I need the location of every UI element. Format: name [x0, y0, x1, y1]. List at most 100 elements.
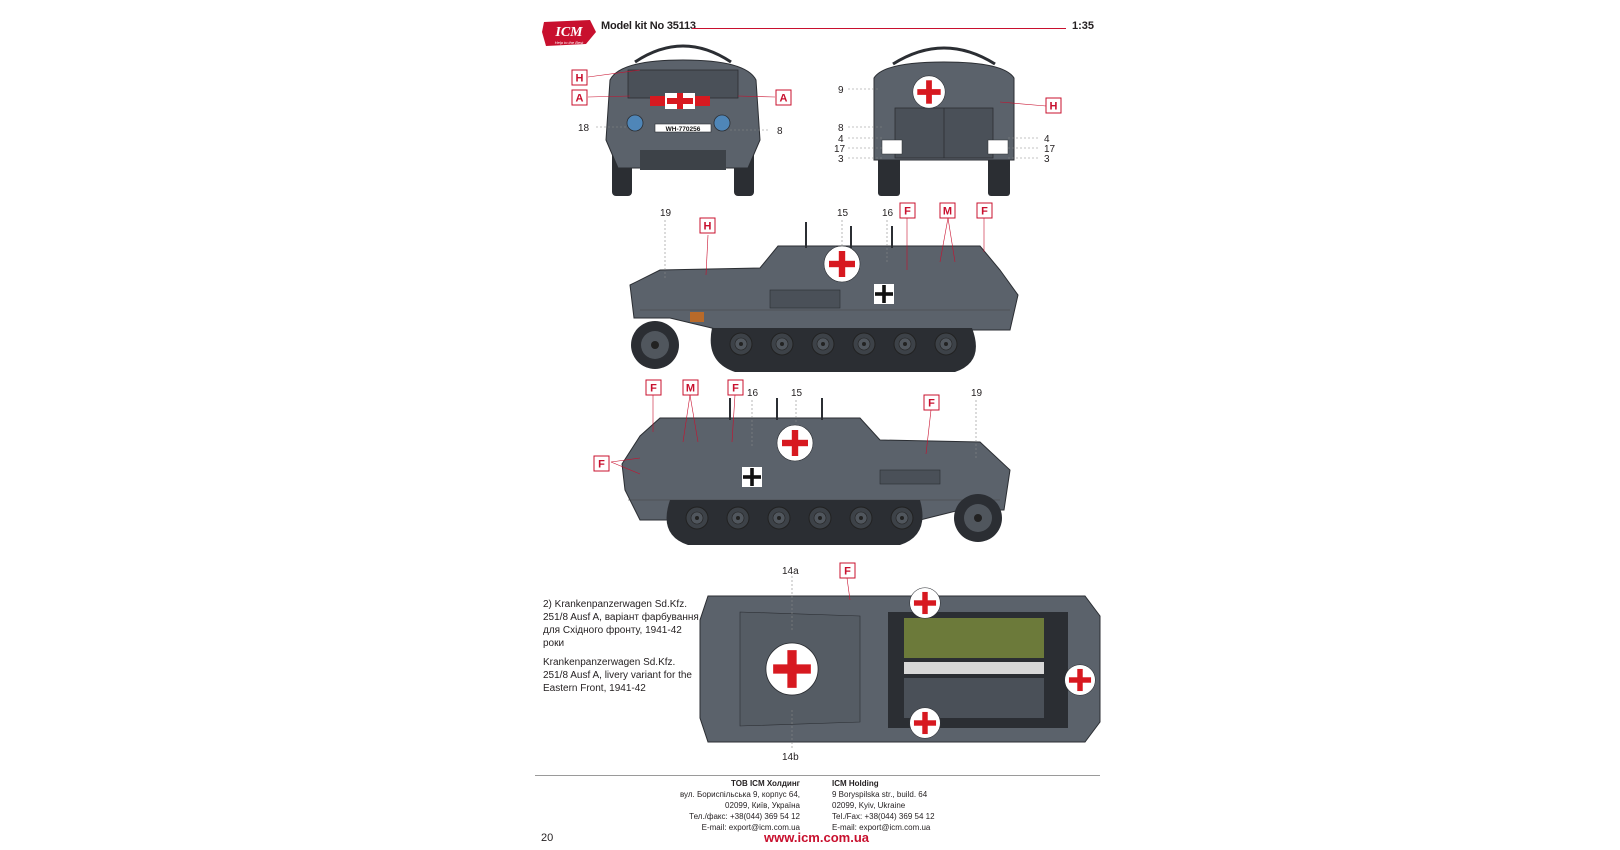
svg-text:F: F [928, 398, 935, 410]
logo-tagline: Help to the Best [555, 40, 584, 45]
mark-sideL-F-2 [976, 202, 993, 219]
svg-text:F: F [904, 206, 911, 218]
top-stretcher-upper [904, 618, 1044, 658]
front-plate-text: WH-770256 [666, 126, 701, 133]
svg-text:H: H [704, 221, 712, 233]
callout-sideR-19: 19 [971, 388, 983, 399]
footer-address-ua: ТОВ ICM Холдинг вул. Бориспільська 9, ко… [630, 778, 800, 833]
svg-text:F: F [844, 566, 851, 578]
callout-front-18: 18 [578, 123, 590, 134]
kit-number: Model kit No 35113 [601, 20, 696, 32]
rear-view: 9 8 4 17 3 4 17 3 H [834, 46, 1062, 196]
side-right-hull [621, 417, 1011, 521]
callout-rear-3-right: 3 [1044, 154, 1050, 165]
logo-brand: ICM [554, 25, 583, 40]
scale-label: 1:35 [1072, 20, 1095, 32]
footer-address-en: ICM Holding 9 Boryspilska str., build. 6… [832, 778, 1032, 833]
side-left-balkenkreuz [874, 284, 894, 304]
top-stretcher-middle [904, 662, 1044, 674]
footer-en-line: E-mail: export@icm.com.ua [832, 823, 931, 832]
footer-rule [535, 775, 1100, 776]
front-view: WH-770256 18 8 H A A [571, 44, 792, 196]
svg-text:F: F [981, 206, 988, 218]
rear-red-cross [912, 75, 946, 109]
callout-top-14b: 14b [782, 752, 799, 763]
footer-ua-line: Тел./факс: +38(044) 369 54 12 [689, 812, 800, 821]
side-left-hull [629, 245, 1019, 331]
callout-sideL-19: 19 [660, 208, 672, 219]
footer-company-ua: ТОВ ICM Холдинг [731, 779, 800, 788]
footer-en-line: Tel./Fax: +38(044) 369 54 12 [832, 812, 935, 821]
mark-sideR-M [682, 379, 699, 396]
icm-logo: ICM Help to the Best [542, 20, 596, 46]
mark-sideL-H [699, 217, 716, 234]
svg-text:A: A [780, 93, 788, 105]
callout-rear-3-left: 3 [838, 154, 844, 165]
callout-rear-8: 8 [838, 123, 844, 134]
callout-sideR-16: 16 [747, 388, 759, 399]
variant-caption: 2) Krankenpanzerwagen Sd.Kfz. 251/8 Ausf… [543, 598, 703, 701]
top-red-cross-center [765, 642, 819, 696]
caption-ua: 2) Krankenpanzerwagen Sd.Kfz. 251/8 Ausf… [543, 599, 699, 649]
mark-sideR-F-3 [923, 394, 940, 411]
callout-top-14a: 14a [782, 566, 799, 577]
side-right-balkenkreuz [742, 467, 762, 487]
rear-frame-bar [892, 46, 996, 66]
side-right-red-cross [776, 424, 814, 462]
svg-text:F: F [650, 383, 657, 395]
front-right-headlight [713, 114, 731, 132]
side-right-stowage [879, 469, 941, 485]
svg-text:F: F [732, 383, 739, 395]
side-left-red-cross [823, 245, 861, 283]
mark-front-A-left [571, 89, 588, 106]
front-left-headlight [626, 114, 644, 132]
callout-rear-4-left: 4 [838, 134, 844, 145]
footer-en-line: 9 Boryspilska str., build. 64 [832, 790, 928, 799]
top-red-cross-rear [1064, 664, 1096, 696]
callout-rear-17-right: 17 [1044, 144, 1056, 155]
front-plate [654, 123, 712, 133]
rear-right-plate [987, 139, 1009, 155]
footer-ua-line: 02099, Київ, Україна [725, 801, 800, 810]
side-left-stowage [769, 289, 841, 309]
mark-sideR-F-2 [727, 379, 744, 396]
callout-sideL-15: 15 [837, 208, 849, 219]
mark-front-H [571, 69, 588, 86]
mark-rear-H [1045, 97, 1062, 114]
callout-rear-9: 9 [838, 85, 844, 96]
mark-sideR-F-1 [645, 379, 662, 396]
side-left-rust-detail [690, 312, 704, 322]
callout-sideL-16: 16 [882, 208, 894, 219]
rear-left-plate [881, 139, 903, 155]
top-red-cross-left [909, 587, 941, 619]
mark-top-F [839, 562, 856, 579]
top-view: 14a 14b F [699, 562, 1101, 763]
mark-sideL-F-1 [899, 202, 916, 219]
footer-ua-line: вул. Бориспільська 9, корпус 64, [679, 790, 800, 799]
footer-company-en: ICM Holding [832, 779, 879, 788]
page-number: 20 [541, 832, 554, 844]
mark-front-A-right [775, 89, 792, 106]
svg-text:F: F [598, 459, 605, 471]
side-view-left: 19 15 16 H F M F [629, 202, 1019, 372]
svg-text:M: M [943, 206, 952, 218]
header-rule [692, 28, 1066, 29]
mark-sideL-M [939, 202, 956, 219]
svg-text:H: H [1050, 101, 1058, 113]
callout-sideR-15: 15 [791, 388, 803, 399]
side-view-right: 16 15 19 F M F F F [593, 379, 1011, 545]
top-red-cross-right [909, 707, 941, 739]
footer-ua-line: E-mail: export@icm.com.ua [701, 823, 800, 832]
callout-rear-17-left: 17 [834, 144, 846, 155]
callout-rear-4-right: 4 [1044, 134, 1050, 145]
callout-front-8: 8 [777, 126, 783, 137]
mark-sideR-F-4 [593, 455, 610, 472]
svg-text:A: A [576, 93, 584, 105]
website-link[interactable]: www.icm.com.ua [764, 830, 869, 845]
footer-en-line: 02099, Kyiv, Ukraine [832, 801, 906, 810]
svg-text:M: M [686, 383, 695, 395]
front-frame-bar [634, 44, 732, 64]
svg-text:H: H [576, 73, 584, 85]
